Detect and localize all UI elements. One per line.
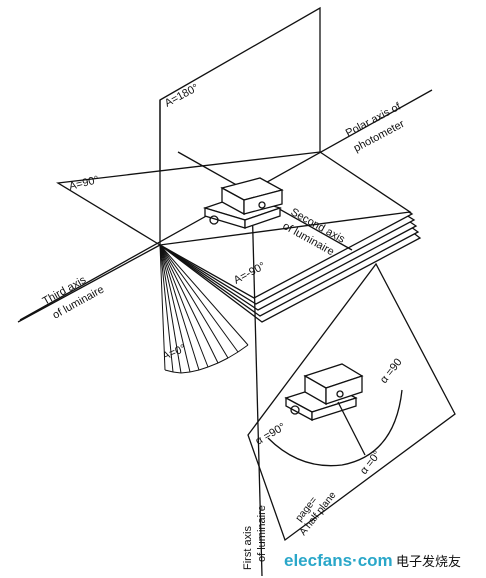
alpha-arc: [267, 389, 403, 467]
half-plane-fan: [159, 244, 249, 374]
alpha-zero-line: [337, 401, 366, 456]
watermark-brand: elecfans·com: [284, 551, 393, 570]
luminaire-upper: [202, 177, 284, 229]
label-first-axis-1: First axis: [242, 526, 254, 571]
label-first-axis-2: of luminaire: [256, 505, 268, 562]
luminaire-lower: [284, 363, 364, 422]
third-axis-line: [17, 244, 161, 323]
label-a0: A=0°: [161, 343, 188, 363]
watermark-chinese: 电子发烧友: [396, 554, 461, 570]
first-axis-line: [251, 199, 263, 577]
